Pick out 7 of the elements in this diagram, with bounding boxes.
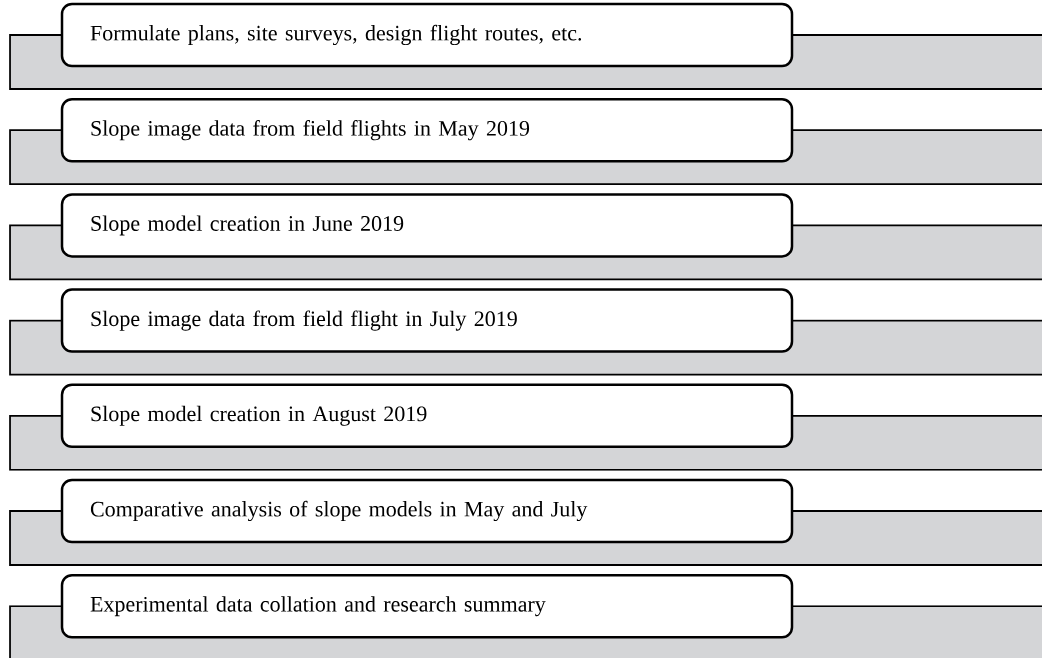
step-box: Slope image data from field flight in July 2019: [60, 288, 794, 353]
step-box: Experimental data collation and research summary: [60, 573, 794, 639]
step-box: Comparative analysis of slope models in May and July: [60, 478, 794, 544]
step-box: Formulate plans, site surveys, design flight routes, etc.: [60, 2, 794, 68]
step-box: Slope model creation in June 2019: [60, 193, 794, 258]
step-box: Slope image data from field flights in May 2019: [60, 97, 794, 163]
step-box: Slope model creation in August 2019: [60, 383, 794, 449]
